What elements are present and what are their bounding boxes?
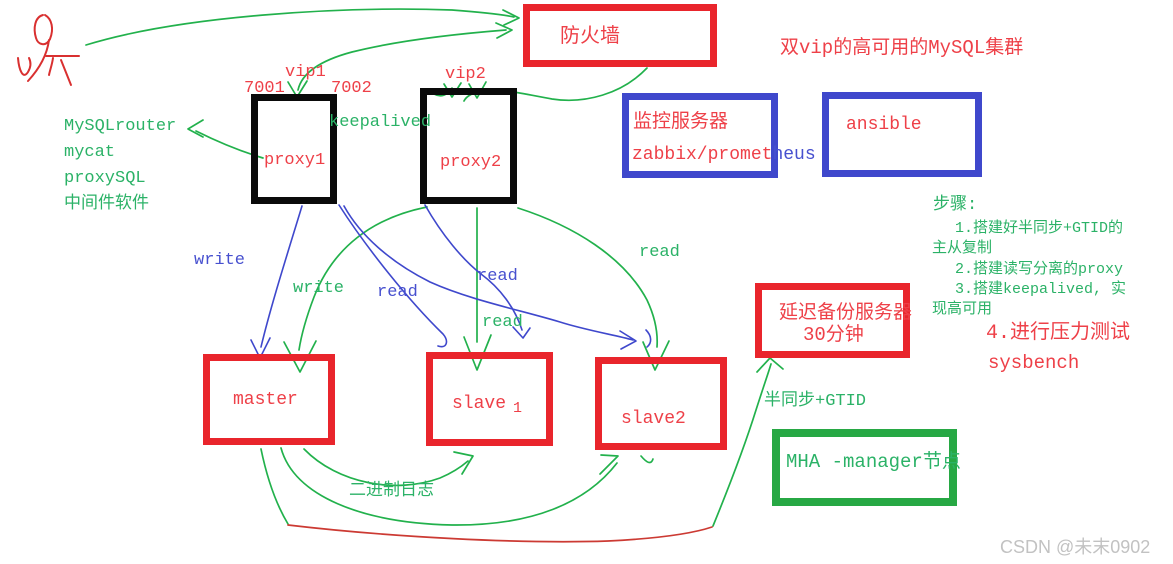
slave2-label: slave2: [621, 409, 686, 429]
slave1-word: slave: [452, 394, 507, 414]
middleware-list: MySQLrouter mycat proxySQL 中间件软件: [64, 114, 176, 218]
label-binary-log: 二进制日志: [349, 482, 434, 501]
monitor-zabbix-blue: heus: [772, 145, 816, 165]
diagram-title: 双vip的高可用的MySQL集群: [780, 37, 1024, 59]
ansible-label: ansible: [846, 115, 922, 135]
arrow-client-to-firewall: [85, 8, 515, 46]
middleware-item-mysqlrouter: MySQLrouter: [64, 117, 177, 136]
mha-label: MHA -manager节点: [786, 451, 961, 473]
node-delayed-backup: [755, 283, 910, 358]
label-keepalived: keepalived: [329, 113, 432, 132]
arrow-proxy1-to-master-write: [260, 205, 303, 348]
arrow-master-to-slave1-binlog: [303, 448, 469, 487]
node-slave2: [595, 357, 727, 450]
arrow-proxy2-to-master-write: [298, 206, 428, 351]
arrow-proxy1-to-slave1-read: [338, 204, 448, 348]
arrow-firewall-to-vip2: [463, 67, 648, 102]
label-vip2: vip2: [445, 65, 486, 84]
arrowhead-firewall-upper: [502, 9, 520, 26]
arrow-proxy2-to-slave2-read: [517, 207, 659, 348]
arrow-proxy2-to-slave1-blue: [424, 204, 523, 331]
arrowhead-slave2-binlog: [599, 454, 619, 475]
monitor-zabbix-red: zabbix/promet: [632, 145, 773, 165]
node-master: [203, 354, 335, 445]
steps-line-2: 2.搭建读写分离的proxy: [955, 261, 1124, 278]
label-read-blue-2: read: [477, 267, 518, 286]
arrowhead-master-green: [283, 340, 317, 373]
label-port-7001: 7001: [244, 79, 285, 98]
client-doodle-icon: [17, 14, 80, 86]
node-mha: [772, 429, 957, 506]
steps-line-3b: 现高可用: [932, 301, 993, 318]
slave1-index: 1: [513, 400, 523, 417]
middleware-item-mycat: mycat: [64, 143, 116, 162]
node-firewall: [523, 4, 717, 67]
line-bottom-red: [287, 524, 713, 543]
arrow-up-to-delayed-backup: [712, 363, 772, 527]
label-port-7002: 7002: [331, 79, 372, 98]
steps-line-4: 4.进行压力测试: [986, 322, 1131, 345]
node-proxy1: [251, 94, 337, 204]
master-label: master: [233, 390, 298, 410]
node-proxy2: [420, 88, 517, 204]
label-read-green-2: read: [639, 243, 680, 262]
delayed-backup-line1: 延迟备份服务器: [779, 302, 913, 324]
delayed-backup-line2: 30分钟: [803, 324, 864, 346]
steps-line-1b: 主从复制: [932, 240, 993, 257]
monitor-label-line2: zabbix/prometheus: [632, 145, 816, 166]
arrowhead-slave2-blue: [619, 330, 637, 350]
slave1-label: slave 1: [452, 394, 523, 417]
arrowtick-slave2-binlog: [640, 455, 654, 464]
arrowhead-firewall-lower: [495, 22, 513, 39]
arrow-master-to-slave2-binlog: [280, 447, 618, 526]
steps-line-1: 1.搭建好半同步+GTID的: [955, 220, 1124, 237]
arrowhead-slave1-binlog: [453, 451, 474, 475]
label-write-green: write: [293, 279, 345, 298]
line-master-down: [260, 448, 289, 525]
arrowhead-delayed-backup: [756, 357, 784, 373]
arrow-proxy1-to-slave2-read: [343, 205, 634, 341]
node-slave1: [426, 352, 553, 446]
proxy2-label: proxy2: [440, 153, 502, 172]
watermark: CSDN @未末0902: [1000, 537, 1151, 557]
arrowtick-slave2-blue: [645, 329, 652, 348]
arrowhead-slave2-green: [642, 340, 670, 371]
arrow-firewall-to-vip1: [297, 29, 507, 91]
arrowhead-slave1-green: [463, 334, 492, 371]
label-read-blue-1: read: [377, 283, 418, 302]
node-monitor: [622, 93, 778, 178]
arrowhead-middleware: [187, 119, 204, 138]
arrowhead-slave1-blue: [512, 326, 531, 339]
label-read-green-1: read: [482, 313, 523, 332]
node-ansible: [822, 92, 982, 177]
middleware-item-proxysql: proxySQL: [64, 169, 146, 188]
label-vip1: vip1: [285, 63, 326, 82]
steps-line-sysbench: sysbench: [988, 352, 1080, 374]
steps-line-3: 3.搭建keepalived, 实: [955, 281, 1127, 298]
label-write-blue: write: [194, 251, 246, 270]
monitor-label-line1: 监控服务器: [633, 111, 729, 133]
middleware-item-zhongjianjian: 中间件软件: [64, 195, 149, 214]
proxy1-label: proxy1: [264, 151, 326, 170]
label-semi-sync: 半同步+GTID: [764, 392, 867, 411]
firewall-label: 防火墙: [560, 26, 620, 49]
steps-heading: 步骤:: [933, 196, 978, 215]
